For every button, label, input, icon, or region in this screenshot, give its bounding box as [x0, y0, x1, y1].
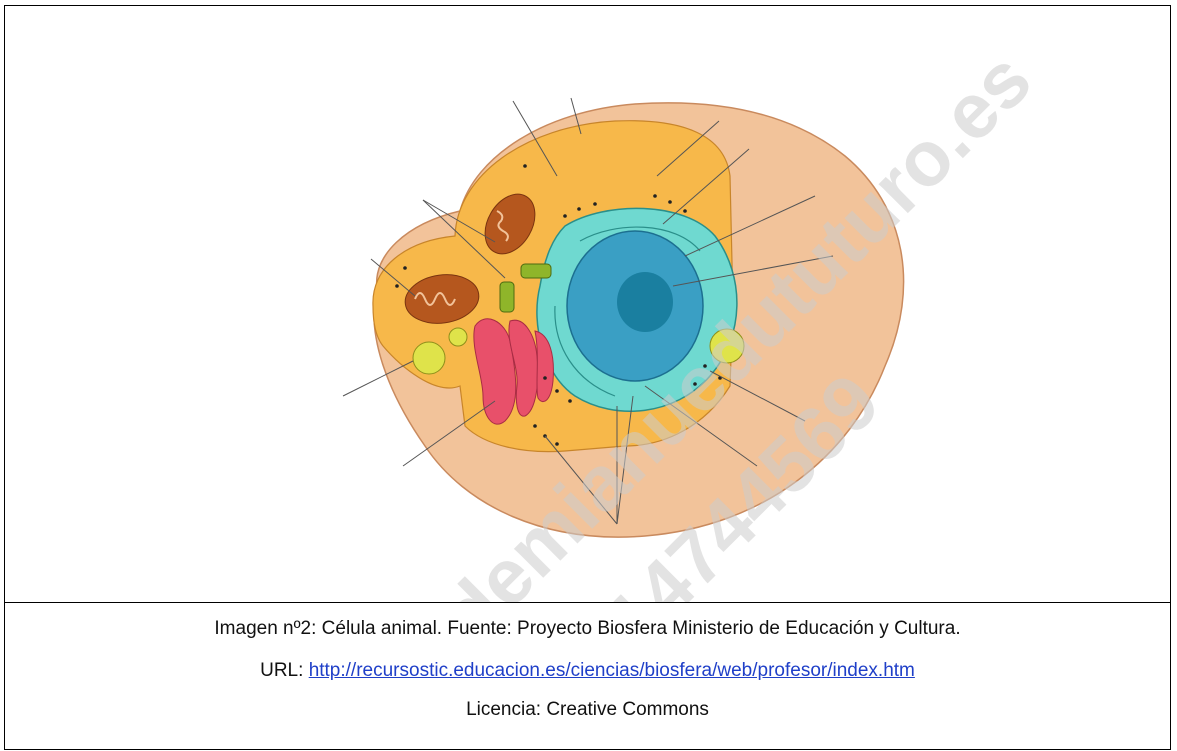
- centriole: [500, 282, 514, 312]
- source-link[interactable]: http://recursostic.educacion.es/ciencias…: [309, 660, 915, 681]
- caption-cell: Imagen nº2: Célula animal. Fuente: Proye…: [5, 603, 1170, 749]
- vacuole: [413, 342, 445, 374]
- figure-cell: demianuedututuro.es no.914744569: [5, 6, 1170, 603]
- animal-cell-diagram: [5, 6, 1170, 602]
- centriole: [521, 264, 551, 278]
- figure-caption: Imagen nº2: Célula animal. Fuente: Proye…: [5, 618, 1170, 640]
- document-table: demianuedututuro.es no.914744569 Imagen …: [4, 5, 1171, 750]
- vacuole: [710, 329, 744, 363]
- url-label: URL:: [260, 660, 309, 681]
- url-line: URL: http://recursostic.educacion.es/cie…: [5, 660, 1170, 682]
- license-text: Licencia: Creative Commons: [5, 699, 1170, 721]
- vesicle: [449, 328, 467, 346]
- nucleolus: [617, 272, 673, 332]
